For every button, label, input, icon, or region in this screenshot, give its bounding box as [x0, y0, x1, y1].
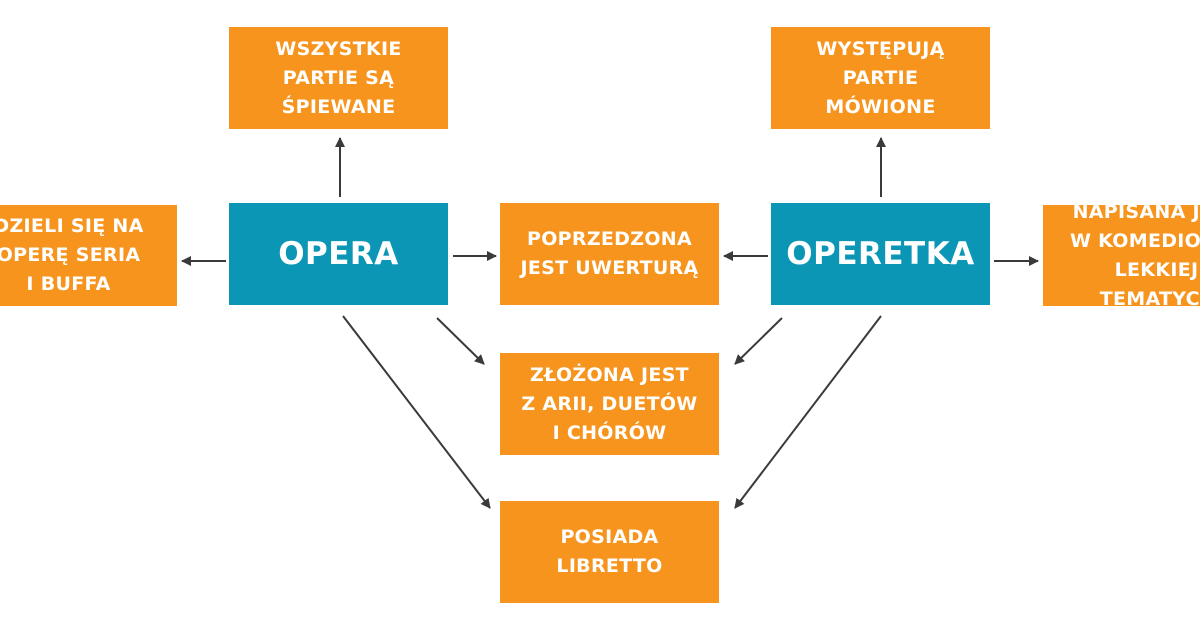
arrow-operetka-to-composition	[734, 317, 783, 365]
arrow-operetka-to-libretto	[734, 315, 882, 509]
node-opera-sung: WSZYSTKIE PARTIE SĄ ŚPIEWANE	[229, 27, 448, 129]
node-opera-types: DZIELI SIĘ NA OPERĘ SERIA I BUFFA	[0, 205, 177, 306]
node-overture: POPRZEDZONA JEST UWERTURĄ	[500, 203, 719, 305]
node-operetka-spoken: WYSTĘPUJĄ PARTIE MÓWIONE	[771, 27, 990, 129]
node-composition: ZŁOŻONA JEST Z ARII, DUETÓW I CHÓRÓW	[500, 353, 719, 455]
node-libretto: POSIADA LIBRETTO	[500, 501, 719, 603]
node-operetka: OPERETKA	[771, 203, 990, 305]
arrow-opera-to-composition	[436, 317, 485, 365]
arrow-opera-to-libretto	[342, 315, 491, 509]
node-operetka-comedy: NAPISANA JEST W KOMEDIOWEJ LEKKIEJ TEMAT…	[1043, 205, 1200, 306]
node-opera: OPERA	[229, 203, 448, 305]
